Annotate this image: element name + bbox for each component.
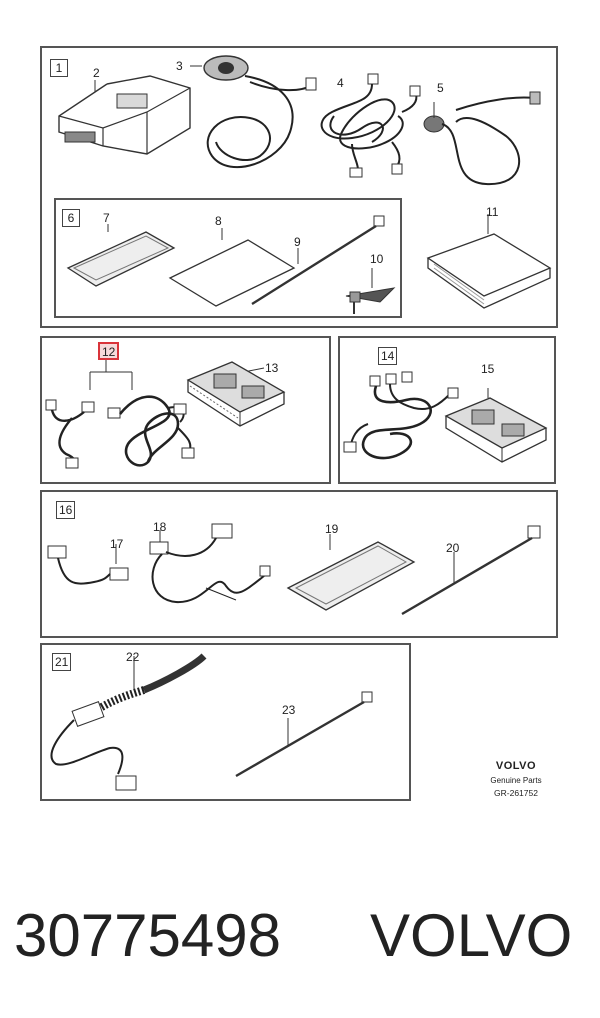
callout-5: 5 bbox=[437, 81, 444, 95]
cable-tie-2-part bbox=[401, 525, 541, 616]
group-box-16 bbox=[40, 490, 558, 638]
group-tag-16: 16 bbox=[56, 501, 76, 519]
group-tag-1: 1 bbox=[50, 59, 68, 77]
multi-harness-part bbox=[343, 371, 459, 460]
callout-20: 20 bbox=[446, 541, 460, 555]
group-tag-14: 14 bbox=[378, 347, 398, 365]
parts-diagram: 1 2 3 4 5 6 7 bbox=[40, 46, 566, 801]
callout-18: 18 bbox=[153, 520, 167, 534]
make-label: VOLVO bbox=[370, 902, 573, 969]
callout-bracket-12 bbox=[89, 360, 133, 390]
group-tag-21: 21 bbox=[52, 653, 72, 671]
short-harness-part bbox=[45, 399, 95, 469]
group-box-6 bbox=[54, 198, 402, 318]
callout-19: 19 bbox=[325, 522, 339, 536]
part-number: 30775498 bbox=[14, 902, 281, 969]
callout-13: 13 bbox=[265, 361, 279, 375]
extension-cable-part bbox=[149, 523, 271, 604]
callout-9: 9 bbox=[294, 235, 301, 249]
callout-2: 2 bbox=[93, 66, 100, 80]
cable-tie-part bbox=[251, 215, 385, 306]
instruction-sheet-part bbox=[168, 228, 296, 307]
manual-booklet-part bbox=[426, 214, 552, 309]
callout-22: 22 bbox=[126, 650, 140, 664]
sensor-probe-part bbox=[50, 653, 207, 791]
group-box-14 bbox=[338, 336, 556, 484]
callout-4: 4 bbox=[337, 76, 344, 90]
camera-harness-part bbox=[190, 55, 317, 168]
callout-15: 15 bbox=[481, 362, 495, 376]
cable-tie-3-part bbox=[235, 691, 373, 778]
callout-7: 7 bbox=[103, 211, 110, 225]
callout-23: 23 bbox=[282, 703, 296, 717]
callout-11: 11 bbox=[486, 205, 499, 219]
callout-3: 3 bbox=[176, 59, 183, 73]
brand-logo: VOLVO bbox=[495, 760, 537, 772]
callout-17: 17 bbox=[110, 537, 124, 551]
long-harness-part bbox=[107, 395, 195, 467]
adhesive-pad-2-part bbox=[286, 534, 416, 611]
group-box-1 bbox=[40, 46, 558, 328]
control-unit-2-part bbox=[444, 388, 548, 463]
control-module-part bbox=[58, 75, 191, 155]
fastener-part bbox=[345, 268, 396, 314]
antenna-cable-part bbox=[423, 91, 541, 186]
listing-caption: 30775498 VOLVO bbox=[0, 896, 600, 986]
jumper-cable-part bbox=[47, 544, 129, 585]
brand-subtitle: Genuine Parts bbox=[490, 776, 542, 785]
group-box-12 bbox=[40, 336, 331, 484]
brand-block: VOLVO Genuine Parts GR-261752 bbox=[466, 760, 566, 798]
group-tag-6: 6 bbox=[62, 209, 80, 227]
wiring-harness-part bbox=[320, 73, 421, 178]
group-tag-12: 12 bbox=[98, 342, 120, 360]
diagram-reference: GR-261752 bbox=[494, 788, 538, 798]
group-box-21 bbox=[40, 643, 411, 801]
callout-8: 8 bbox=[215, 214, 222, 228]
callout-10: 10 bbox=[370, 252, 384, 266]
adhesive-pad-part bbox=[66, 224, 176, 287]
control-unit-part bbox=[186, 361, 286, 427]
